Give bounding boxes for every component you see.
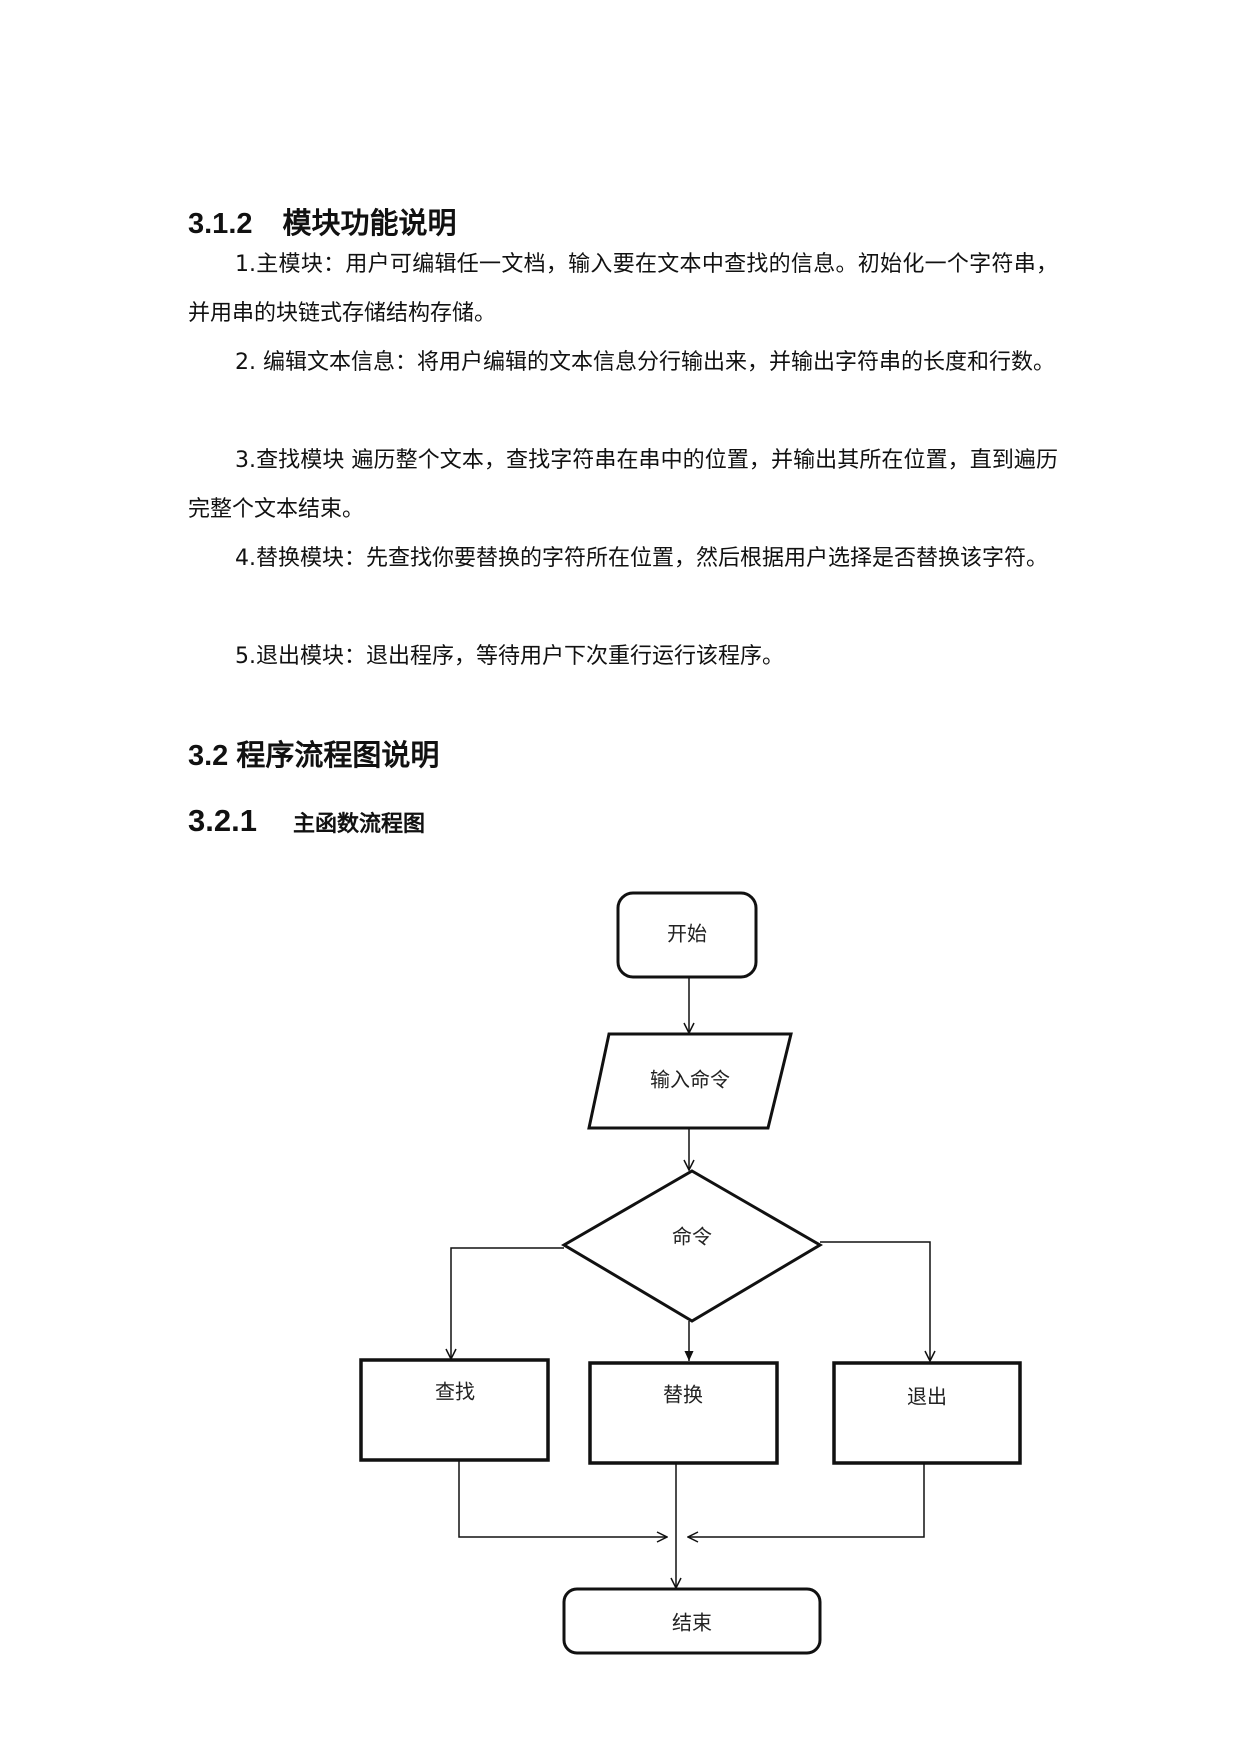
search-label: 查找 [435,1380,475,1404]
section-title: 主函数流程图 [292,811,425,836]
arrow-decision-to-search [451,1247,564,1359]
replace-node: 替换 [588,1361,779,1465]
exit-node: 退出 [832,1361,1022,1465]
replace-label: 替换 [663,1383,703,1407]
paragraph-search-module: 3.查找模块 遍历整个文本，查找字符串在串中的位置，并输出其所在位置，直到遍历完… [188,448,1058,522]
paragraph-exit-module: 5.退出模块：退出程序，等待用户下次重行运行该程序。 [235,644,784,669]
arrow-exit-to-merge [688,1463,925,1537]
decision-label: 命令 [672,1225,712,1249]
arrow-decision-to-exit [820,1241,930,1361]
end-label: 结束 [672,1611,712,1635]
section-heading-3-1-2: 3.1.2 模块功能说明 [188,200,457,242]
section-heading-3-2: 3.2 程序流程图说明 [188,740,440,772]
section-number: 3.2.1 [188,803,257,838]
paragraph-replace-module: 4.替换模块：先查找你要替换的字符所在位置，然后根据用户选择是否替换该字符。 [235,546,1048,571]
start-label: 开始 [667,922,707,946]
section-title: 模块功能说明 [282,208,457,240]
input-node: 输入命令 [587,1032,793,1130]
search-node: 查找 [359,1358,550,1462]
decision-node: 命令 [561,1169,823,1323]
paragraph-edit-text: 2. 编辑文本信息：将用户编辑的文本信息分行输出来，并输出字符串的长度和行数。 [235,350,1055,375]
section-heading-3-2-1: 3.2.1 主函数流程图 [188,803,425,839]
end-node: 结束 [562,1587,822,1655]
arrow-search-to-merge [458,1460,667,1537]
start-node: 开始 [616,891,758,979]
input-label: 输入命令 [650,1068,730,1092]
section-number: 3.1.2 [188,208,253,240]
paragraph-main-module: 1.主模块：用户可编辑任一文档，输入要在文本中查找的信息。初始化一个字符串，并用… [188,252,1058,326]
exit-label: 退出 [907,1385,947,1409]
